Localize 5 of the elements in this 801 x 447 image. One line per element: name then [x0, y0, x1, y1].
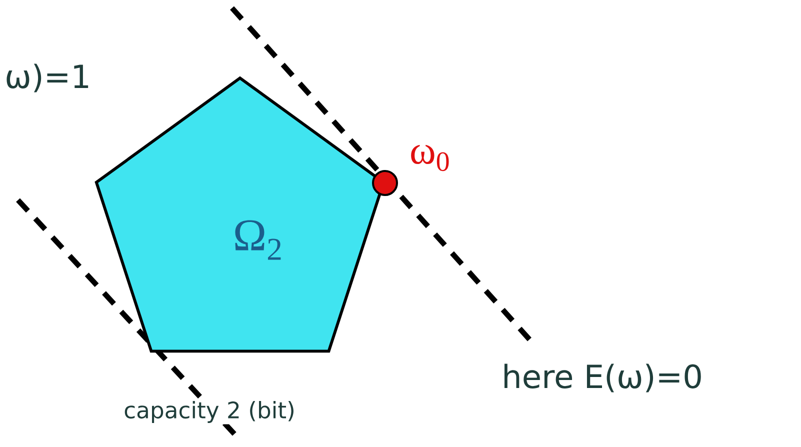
text-label: here E(ω)=0: [500, 362, 704, 394]
text-label: capacity 2 (bit): [122, 400, 297, 424]
point-label: ω$_{0}$: [411, 144, 449, 172]
point-dot: [372, 170, 398, 196]
text-label: ω)=1: [3, 62, 92, 94]
